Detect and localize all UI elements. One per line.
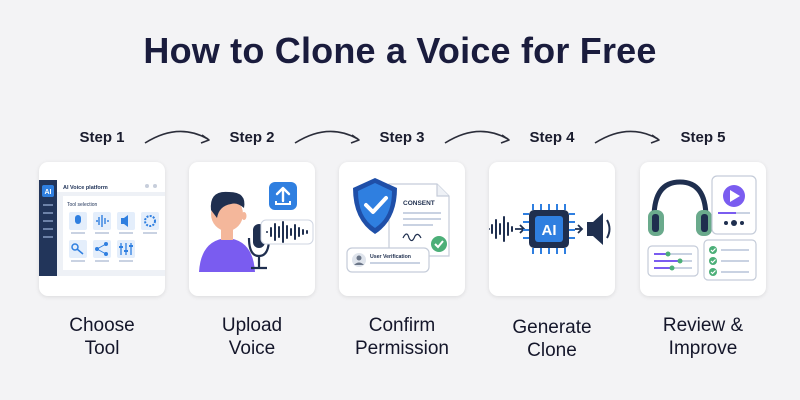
tool-tile — [93, 212, 111, 234]
user-verification-card: User Verification — [346, 247, 430, 273]
tool-tile — [69, 212, 87, 234]
arrow-right-icon — [515, 224, 526, 234]
step-5-card — [640, 162, 766, 296]
step-1-card: AI AI Voice platform Tool selection — [39, 162, 165, 296]
curved-arrow-icon — [444, 130, 510, 144]
signature-icon — [402, 233, 422, 242]
step-1-caption: Choose Tool — [69, 315, 135, 359]
step-3-card: CONSENT User — [339, 162, 465, 296]
tool-tile — [69, 240, 87, 262]
verification-text: User Verification — [370, 254, 411, 260]
waveform-icon — [489, 216, 513, 242]
step-2-label: Step 2 — [229, 129, 275, 146]
gear-icon — [144, 215, 156, 227]
speaker-icon — [587, 213, 611, 245]
equalizer-icon — [647, 245, 699, 277]
permission-illustration: CONSENT User — [346, 178, 450, 273]
step-5-caption: Review & Improve — [662, 315, 744, 359]
tool-selection-illustration: AI AI Voice platform Tool selection — [39, 180, 165, 276]
step-1-label: Step 1 — [79, 129, 125, 146]
shield-check-icon — [353, 178, 397, 234]
step-3-label: Step 3 — [379, 129, 425, 146]
tool-tile — [117, 212, 135, 234]
step-4-card: AI — [489, 162, 615, 296]
step-2-caption: Upload Voice — [221, 315, 283, 359]
waveform-icon — [260, 219, 314, 245]
curved-arrow-icon — [294, 130, 360, 144]
headphones-icon — [648, 179, 712, 236]
waveform-icon — [96, 215, 109, 227]
person-icon — [199, 191, 255, 272]
chip-text: AI — [542, 222, 557, 239]
section-title: Tool selection — [67, 202, 98, 208]
step-2-card — [189, 162, 315, 296]
checklist-icon — [703, 239, 757, 281]
microphone-icon — [75, 215, 81, 224]
review-improve-illustration — [647, 175, 757, 281]
window-title: AI Voice platform — [63, 185, 108, 191]
app-logo-text: AI — [45, 189, 52, 196]
tool-tile — [141, 212, 159, 234]
step-4-label: Step 4 — [529, 129, 575, 146]
step-3-caption: Confirm Permission — [355, 315, 449, 359]
ai-chip-icon: AI — [523, 204, 575, 254]
check-badge-icon — [431, 236, 447, 252]
key-icon — [71, 243, 79, 251]
upload-voice-illustration — [199, 182, 314, 272]
step-4-caption: Generate Clone — [512, 317, 592, 361]
generate-clone-illustration: AI — [489, 204, 611, 254]
step-5-label: Step 5 — [680, 129, 726, 146]
curved-arrow-icon — [144, 130, 210, 144]
curved-arrow-icon — [594, 130, 660, 144]
page-title: How to Clone a Voice for Free — [143, 30, 657, 71]
app-logo — [42, 185, 54, 197]
tool-tile — [117, 240, 135, 262]
speaker-icon — [121, 215, 128, 227]
consent-text: CONSENT — [403, 200, 435, 207]
upload-icon — [269, 182, 297, 210]
media-player-icon — [711, 175, 757, 235]
tool-tile — [93, 240, 111, 262]
arrow-right-icon — [575, 224, 584, 234]
